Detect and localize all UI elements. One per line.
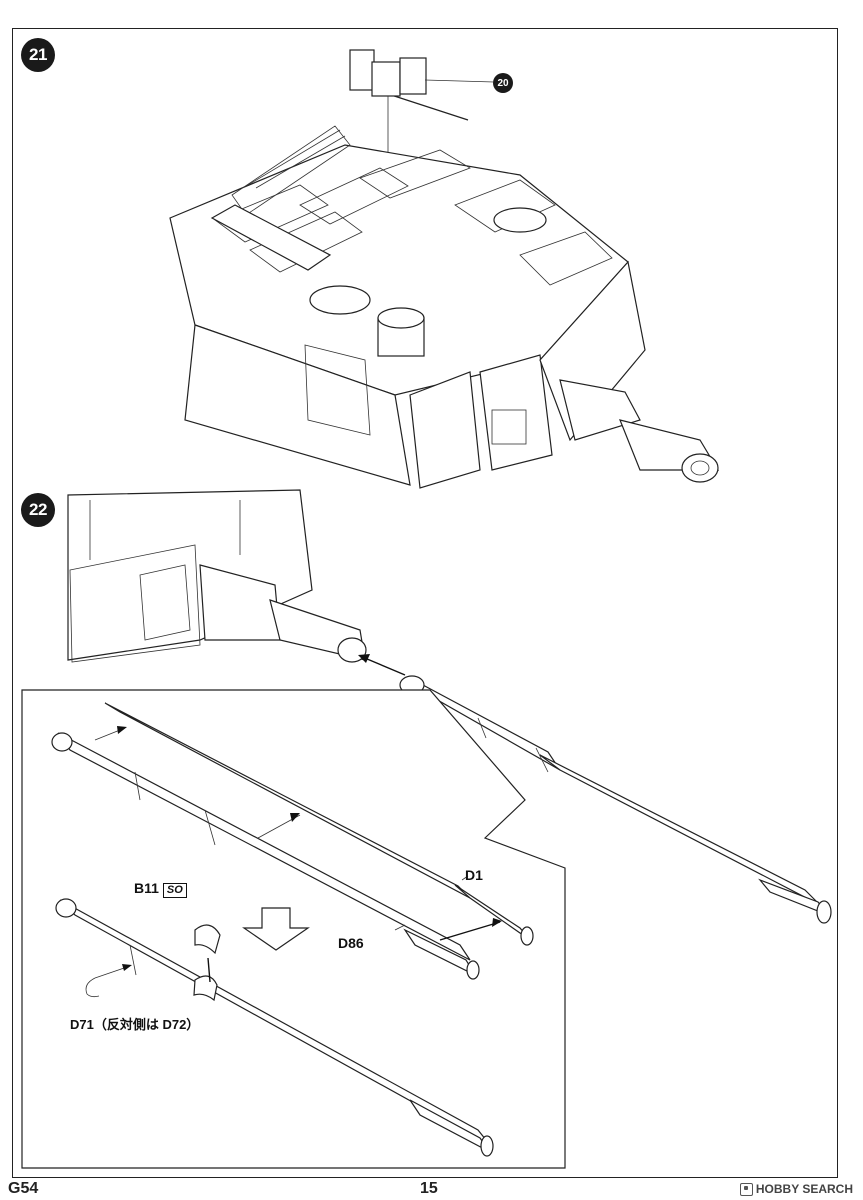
hobby-search-watermark: HOBBY SEARCH: [739, 1182, 853, 1196]
barrel-assembled-upper: [399, 675, 832, 924]
step-21-vehicle-illustration: [169, 49, 720, 489]
reference-step-20-badge: 20: [493, 73, 513, 93]
page-frame: [12, 28, 838, 1178]
part-label-d71: D71（反対側は D72）: [70, 1017, 200, 1032]
step-21-badge: 21: [21, 38, 55, 72]
barrel-exploded-top: [51, 702, 534, 980]
step-22-vehicle-illustration: [67, 489, 367, 663]
footer-page-number: 15: [420, 1180, 438, 1197]
step-22-badge: 22: [21, 493, 55, 527]
footer-model-code: G54: [8, 1180, 39, 1197]
barrel-exploded-bottom: [55, 898, 494, 1157]
hobby-search-logo-icon: [739, 1182, 753, 1196]
paint-code-box: SO: [162, 883, 187, 898]
watermark-text: HOBBY SEARCH: [755, 1182, 853, 1196]
part-label-d86: D86: [338, 935, 364, 951]
part-label-b11-text: B11: [134, 880, 159, 896]
part-label-d1: D1: [465, 867, 483, 883]
